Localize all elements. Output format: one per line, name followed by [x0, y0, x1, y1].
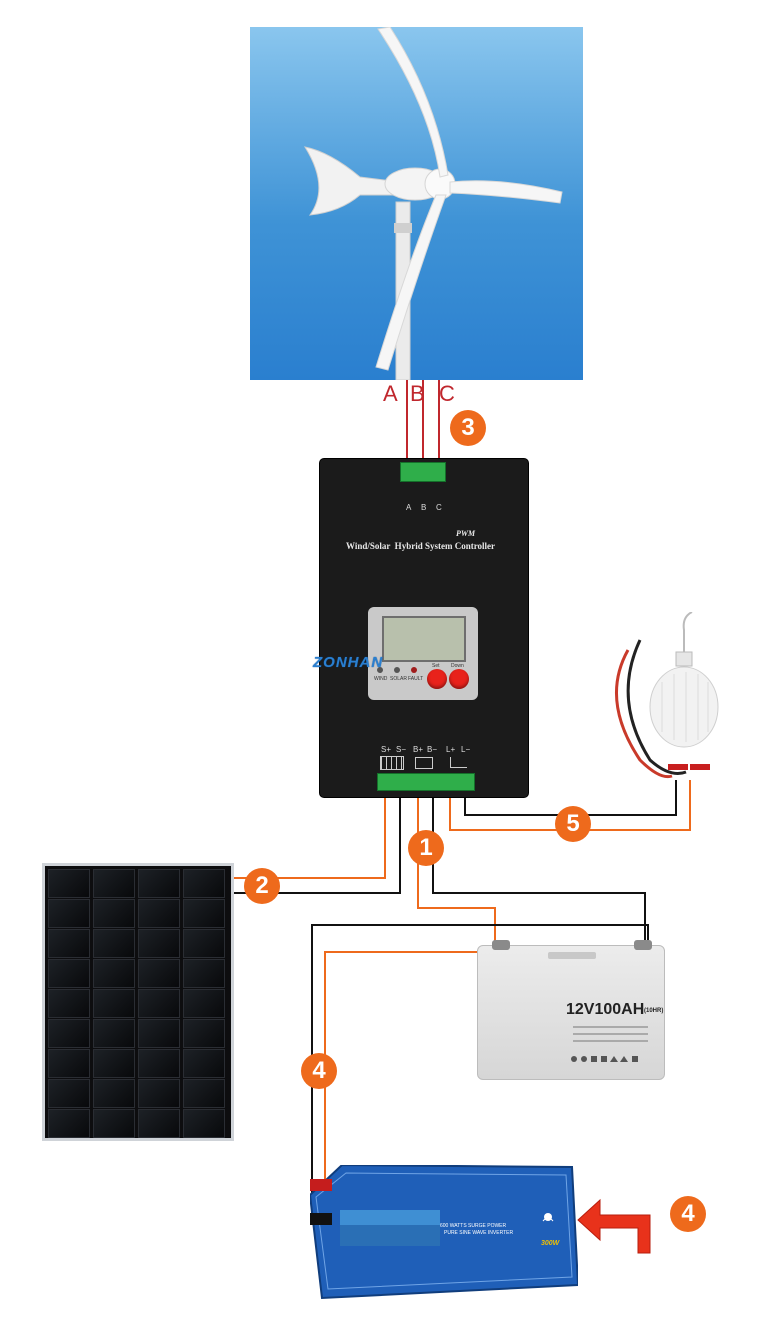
solar-cell [138, 1109, 180, 1138]
solar-cell [183, 959, 225, 988]
terminal-l-minus-label: L− [461, 745, 471, 754]
solar-cell [138, 899, 180, 928]
solar-cell [183, 929, 225, 958]
output-terminal-block [377, 773, 475, 791]
solar-cell [48, 1019, 90, 1048]
solar-cell [93, 899, 135, 928]
wind-turbine-image [250, 27, 583, 380]
set-button[interactable] [427, 669, 447, 689]
solar-cell [93, 959, 135, 988]
solar-cell [48, 1109, 90, 1138]
load-icon [450, 757, 467, 768]
phase-b-label: B [410, 381, 425, 406]
power-inverter [308, 1163, 580, 1300]
battery-negative-terminal [634, 940, 652, 950]
solar-cell [48, 899, 90, 928]
terminal-c-label: C [436, 503, 442, 512]
turbine-terminal-block [400, 462, 446, 482]
light-bulb-load [610, 611, 732, 787]
terminal-s-plus-label: S+ [381, 745, 392, 754]
terminal-s-minus-label: S− [396, 745, 407, 754]
solar-cell [138, 1049, 180, 1078]
solar-cell [48, 1049, 90, 1078]
solar-cell [48, 989, 90, 1018]
solar-cell [138, 1019, 180, 1048]
solar-cell [93, 1079, 135, 1108]
wind-led-icon [377, 667, 383, 673]
down-button[interactable] [449, 669, 469, 689]
solar-cell [93, 1049, 135, 1078]
controller-title: Wind/Solar Hybrid System Controller [346, 541, 496, 551]
solar-indicator-label: SOLAR [390, 676, 407, 682]
step-2-badge: 2 [244, 868, 280, 904]
battery-icon [415, 757, 433, 769]
battery-spec-line [573, 1026, 648, 1028]
solar-cell [183, 1049, 225, 1078]
inverter-model: 300W [541, 1240, 560, 1247]
battery-positive-terminal [492, 940, 510, 950]
solar-cell [48, 929, 90, 958]
solar-cell [183, 1079, 225, 1108]
fault-led-icon [411, 667, 417, 673]
lcd-panel: WIND SOLAR FAULT Set Down [368, 607, 478, 700]
certification-icons [570, 1050, 650, 1062]
solar-cell [48, 869, 90, 898]
inverter-text-line1: 600 WATTS SURGE POWER [440, 1223, 507, 1229]
battery-rating-suffix: (10HR) [644, 1008, 664, 1014]
step-4-badge: 4 [301, 1053, 337, 1089]
brand-logo-text: ZONHAN [313, 654, 384, 671]
solar-cell [138, 929, 180, 958]
solar-cell [138, 959, 180, 988]
solar-panel: (function(){ var wrap=document.currentSc… [42, 863, 234, 1141]
terminal-l-plus-label: L+ [446, 745, 456, 754]
solar-cell [183, 869, 225, 898]
solar-cell [183, 899, 225, 928]
controller-mode: PWM [456, 529, 476, 538]
set-button-label: Set [432, 663, 440, 669]
solar-cell [48, 1079, 90, 1108]
solar-cell [183, 1109, 225, 1138]
solar-cell [93, 869, 135, 898]
battery-spec-line [573, 1040, 648, 1042]
terminal-a-label: A [406, 503, 412, 512]
solar-cell [93, 1019, 135, 1048]
solar-cell [93, 929, 135, 958]
wind-indicator-label: WIND [374, 676, 388, 682]
hybrid-controller: A B C PWM Wind/Solar Hybrid System Contr… [320, 459, 528, 797]
solar-led-icon [394, 667, 400, 673]
solar-cell [138, 1079, 180, 1108]
phase-a-label: A [383, 381, 398, 406]
terminal-b-plus-label: B+ [413, 745, 424, 754]
terminal-b-minus-label: B− [427, 745, 438, 754]
down-button-label: Down [451, 663, 464, 669]
battery-spec-line [573, 1033, 648, 1035]
solar-cell [93, 989, 135, 1018]
step-1-badge: 1 [408, 830, 444, 866]
battery-rating: 12V100AH [566, 1001, 645, 1018]
lcd-screen [382, 616, 466, 662]
step-3-badge: 3 [450, 410, 486, 446]
solar-cell [138, 869, 180, 898]
battery-handle [548, 952, 596, 959]
step-5-badge: 5 [555, 806, 591, 842]
inverter-text-line2: PURE SINE WAVE INVERTER [444, 1230, 514, 1236]
solar-panel-icon [380, 756, 404, 770]
step-4-arrow-badge: 4 [670, 1196, 706, 1232]
battery: 12V100AH (10HR) [477, 940, 665, 1080]
solar-cell [48, 959, 90, 988]
terminal-b-label: B [421, 503, 427, 512]
phase-c-label: C [439, 381, 455, 406]
solar-cell [183, 1019, 225, 1048]
solar-cell [93, 1109, 135, 1138]
solar-cell [138, 989, 180, 1018]
fault-indicator-label: FAULT [408, 676, 424, 682]
solar-cell [183, 989, 225, 1018]
